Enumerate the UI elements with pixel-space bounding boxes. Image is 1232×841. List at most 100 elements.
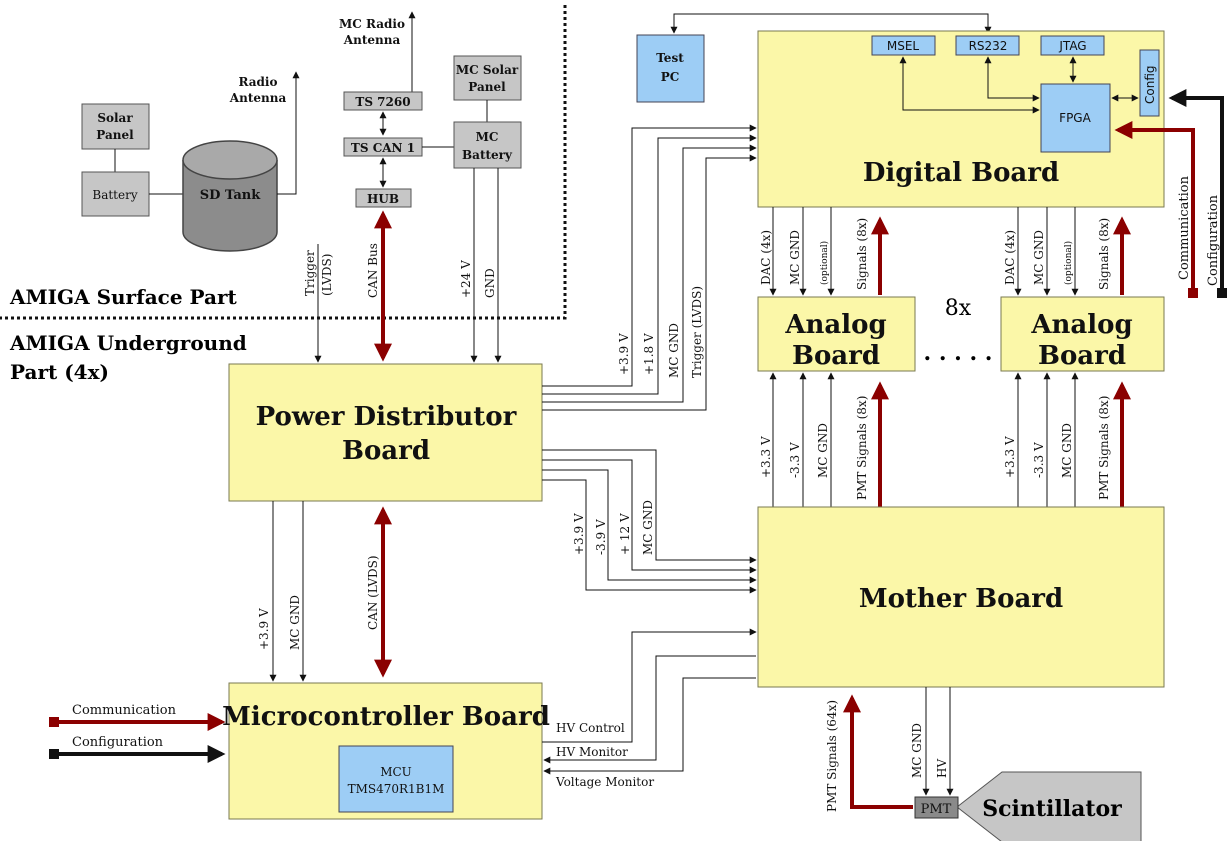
underground-label-1: AMIGA Underground xyxy=(9,331,247,355)
svg-text:Solar: Solar xyxy=(97,111,133,125)
svg-text:PC: PC xyxy=(661,70,680,84)
right-pmt-label: PMT Signals (8x) xyxy=(1097,396,1111,500)
rs232-block: RS232 xyxy=(955,35,1020,56)
mcu-chip: MCU TMS470R1B1M xyxy=(338,745,454,813)
pdb-title-2: Board xyxy=(342,436,430,466)
left-mother-mcgnd-label: MC GND xyxy=(816,423,830,478)
left-p33-label: +3.3 V xyxy=(759,436,773,478)
pmt: PMT xyxy=(914,796,959,819)
fpga-block: FPGA xyxy=(1040,83,1111,153)
analog-board-left: Analog Board xyxy=(757,296,916,372)
mother-board-title: Mother Board xyxy=(859,584,1063,614)
msel-block: MSEL xyxy=(871,35,936,56)
left-mcgnd-label: MC GND xyxy=(788,230,802,285)
right-signals-label: Signals (8x) xyxy=(1097,218,1111,290)
config-block: Config xyxy=(1139,49,1160,117)
jtag-block: JTAG xyxy=(1040,35,1105,56)
mcu-board-title: Microcontroller Board xyxy=(222,702,550,732)
mcu-communication-label: Communication xyxy=(72,703,177,718)
svg-text:Analog: Analog xyxy=(784,310,886,340)
right-mcgnd-label: MC GND xyxy=(1032,230,1046,285)
svg-text:Board: Board xyxy=(792,341,880,371)
svg-text:Analog: Analog xyxy=(1030,310,1132,340)
left-signals-label: Signals (8x) xyxy=(855,218,869,290)
pdb-mid-out-0: +3.9 V xyxy=(572,513,586,555)
ts7260: TS 7260 xyxy=(343,91,423,111)
hv-control-label: HV Control xyxy=(556,721,625,735)
pdb-top-out-1: +1.8 V xyxy=(642,333,656,375)
svg-text:HUB: HUB xyxy=(367,192,399,206)
right-p33-label: +3.3 V xyxy=(1003,436,1017,478)
digital-configuration-label: Configuration xyxy=(1206,194,1221,286)
svg-text:SD Tank: SD Tank xyxy=(200,188,261,203)
gnd-label: GND xyxy=(483,268,497,298)
analog-multiplier: 8x xyxy=(945,296,972,321)
left-pmt-label: PMT Signals (8x) xyxy=(855,396,869,500)
mc-radio-antenna-label-2: Antenna xyxy=(343,33,401,47)
hub: HUB xyxy=(355,188,412,208)
right-optional-label: (optional) xyxy=(1063,241,1074,285)
mc-radio-antenna-label-1: MC Radio xyxy=(339,17,405,31)
svg-text:Panel: Panel xyxy=(96,128,134,142)
trigger-label-2: (LVDS) xyxy=(320,254,334,296)
pdb-mid-out-2: + 12 V xyxy=(618,513,632,555)
digital-communication-label: Communication xyxy=(1177,175,1192,280)
pdb-title-1: Power Distributor xyxy=(256,402,517,432)
mcu-configuration-label: Configuration xyxy=(72,735,164,750)
pdb-mid-out-1: -3.9 V xyxy=(594,519,608,555)
svg-text:Board: Board xyxy=(1038,341,1126,371)
svg-text:RS232: RS232 xyxy=(969,39,1008,53)
svg-text:MC: MC xyxy=(476,130,499,144)
ts-can-1: TS CAN 1 xyxy=(343,137,423,157)
pdb-mcu-can-label: CAN (LVDS) xyxy=(366,555,380,630)
svg-text:Battery: Battery xyxy=(92,188,137,202)
pdb-mcu-mcgnd-label: MC GND xyxy=(288,595,302,650)
pdb-top-out-3: Trigger (LVDS) xyxy=(690,286,704,378)
plus24v-label: +24 V xyxy=(459,260,473,298)
svg-text:MSEL: MSEL xyxy=(887,39,920,53)
analog-dots: . . . . . xyxy=(924,340,993,366)
svg-text:FPGA: FPGA xyxy=(1059,111,1091,125)
surface-label: AMIGA Surface Part xyxy=(9,285,238,309)
sd-tank: SD Tank xyxy=(182,140,278,252)
svg-text:TMS470R1B1M: TMS470R1B1M xyxy=(348,782,445,796)
svg-text:MC Solar: MC Solar xyxy=(456,63,519,77)
radio-antenna-label-2: Antenna xyxy=(229,91,287,105)
svg-text:Battery: Battery xyxy=(462,148,513,162)
left-optional-label: (optional) xyxy=(819,241,830,285)
right-mother-mcgnd-label: MC GND xyxy=(1060,423,1074,478)
pdb-mid-out-3: MC GND xyxy=(641,500,655,555)
pdb-top-out-2: MC GND xyxy=(667,323,681,378)
solar-panel: Solar Panel xyxy=(81,103,150,150)
analog-board-right: Analog Board xyxy=(1000,296,1165,372)
test-pc: Test PC xyxy=(636,34,705,103)
pdb-mcu-p39-label: +3.9 V xyxy=(257,608,271,650)
scint-mcgnd-label: MC GND xyxy=(910,723,924,778)
digital-board-title: Digital Board xyxy=(863,158,1059,188)
battery: Battery xyxy=(81,171,150,217)
svg-text:TS CAN 1: TS CAN 1 xyxy=(351,141,415,155)
surface-boundary xyxy=(0,5,567,320)
can-bus-label: CAN Bus xyxy=(366,243,380,298)
radio-antenna-label-1: Radio xyxy=(239,75,278,89)
left-dac-label: DAC (4x) xyxy=(759,230,773,285)
svg-text:Scintillator: Scintillator xyxy=(982,796,1122,822)
svg-text:Panel: Panel xyxy=(468,80,506,94)
svg-text:PMT: PMT xyxy=(921,802,952,817)
mc-battery: MC Battery xyxy=(453,121,522,169)
svg-text:Test: Test xyxy=(656,51,684,65)
mother-board xyxy=(757,506,1165,688)
left-m33-label: -3.3 V xyxy=(788,442,802,478)
power-distributor-board xyxy=(228,363,543,502)
voltage-monitor-label: Voltage Monitor xyxy=(555,775,654,789)
underground-label-2: Part (4x) xyxy=(10,360,109,384)
right-dac-label: DAC (4x) xyxy=(1003,230,1017,285)
hv-monitor-label: HV Monitor xyxy=(556,745,628,759)
svg-text:MCU: MCU xyxy=(380,765,412,779)
pmt-signals-64x-label: PMT Signals (64x) xyxy=(825,700,839,812)
pdb-top-out-0: +3.9 V xyxy=(617,333,631,375)
svg-text:TS 7260: TS 7260 xyxy=(355,95,410,109)
mc-solar-panel: MC Solar Panel xyxy=(453,55,522,101)
svg-text:JTAG: JTAG xyxy=(1058,39,1086,53)
